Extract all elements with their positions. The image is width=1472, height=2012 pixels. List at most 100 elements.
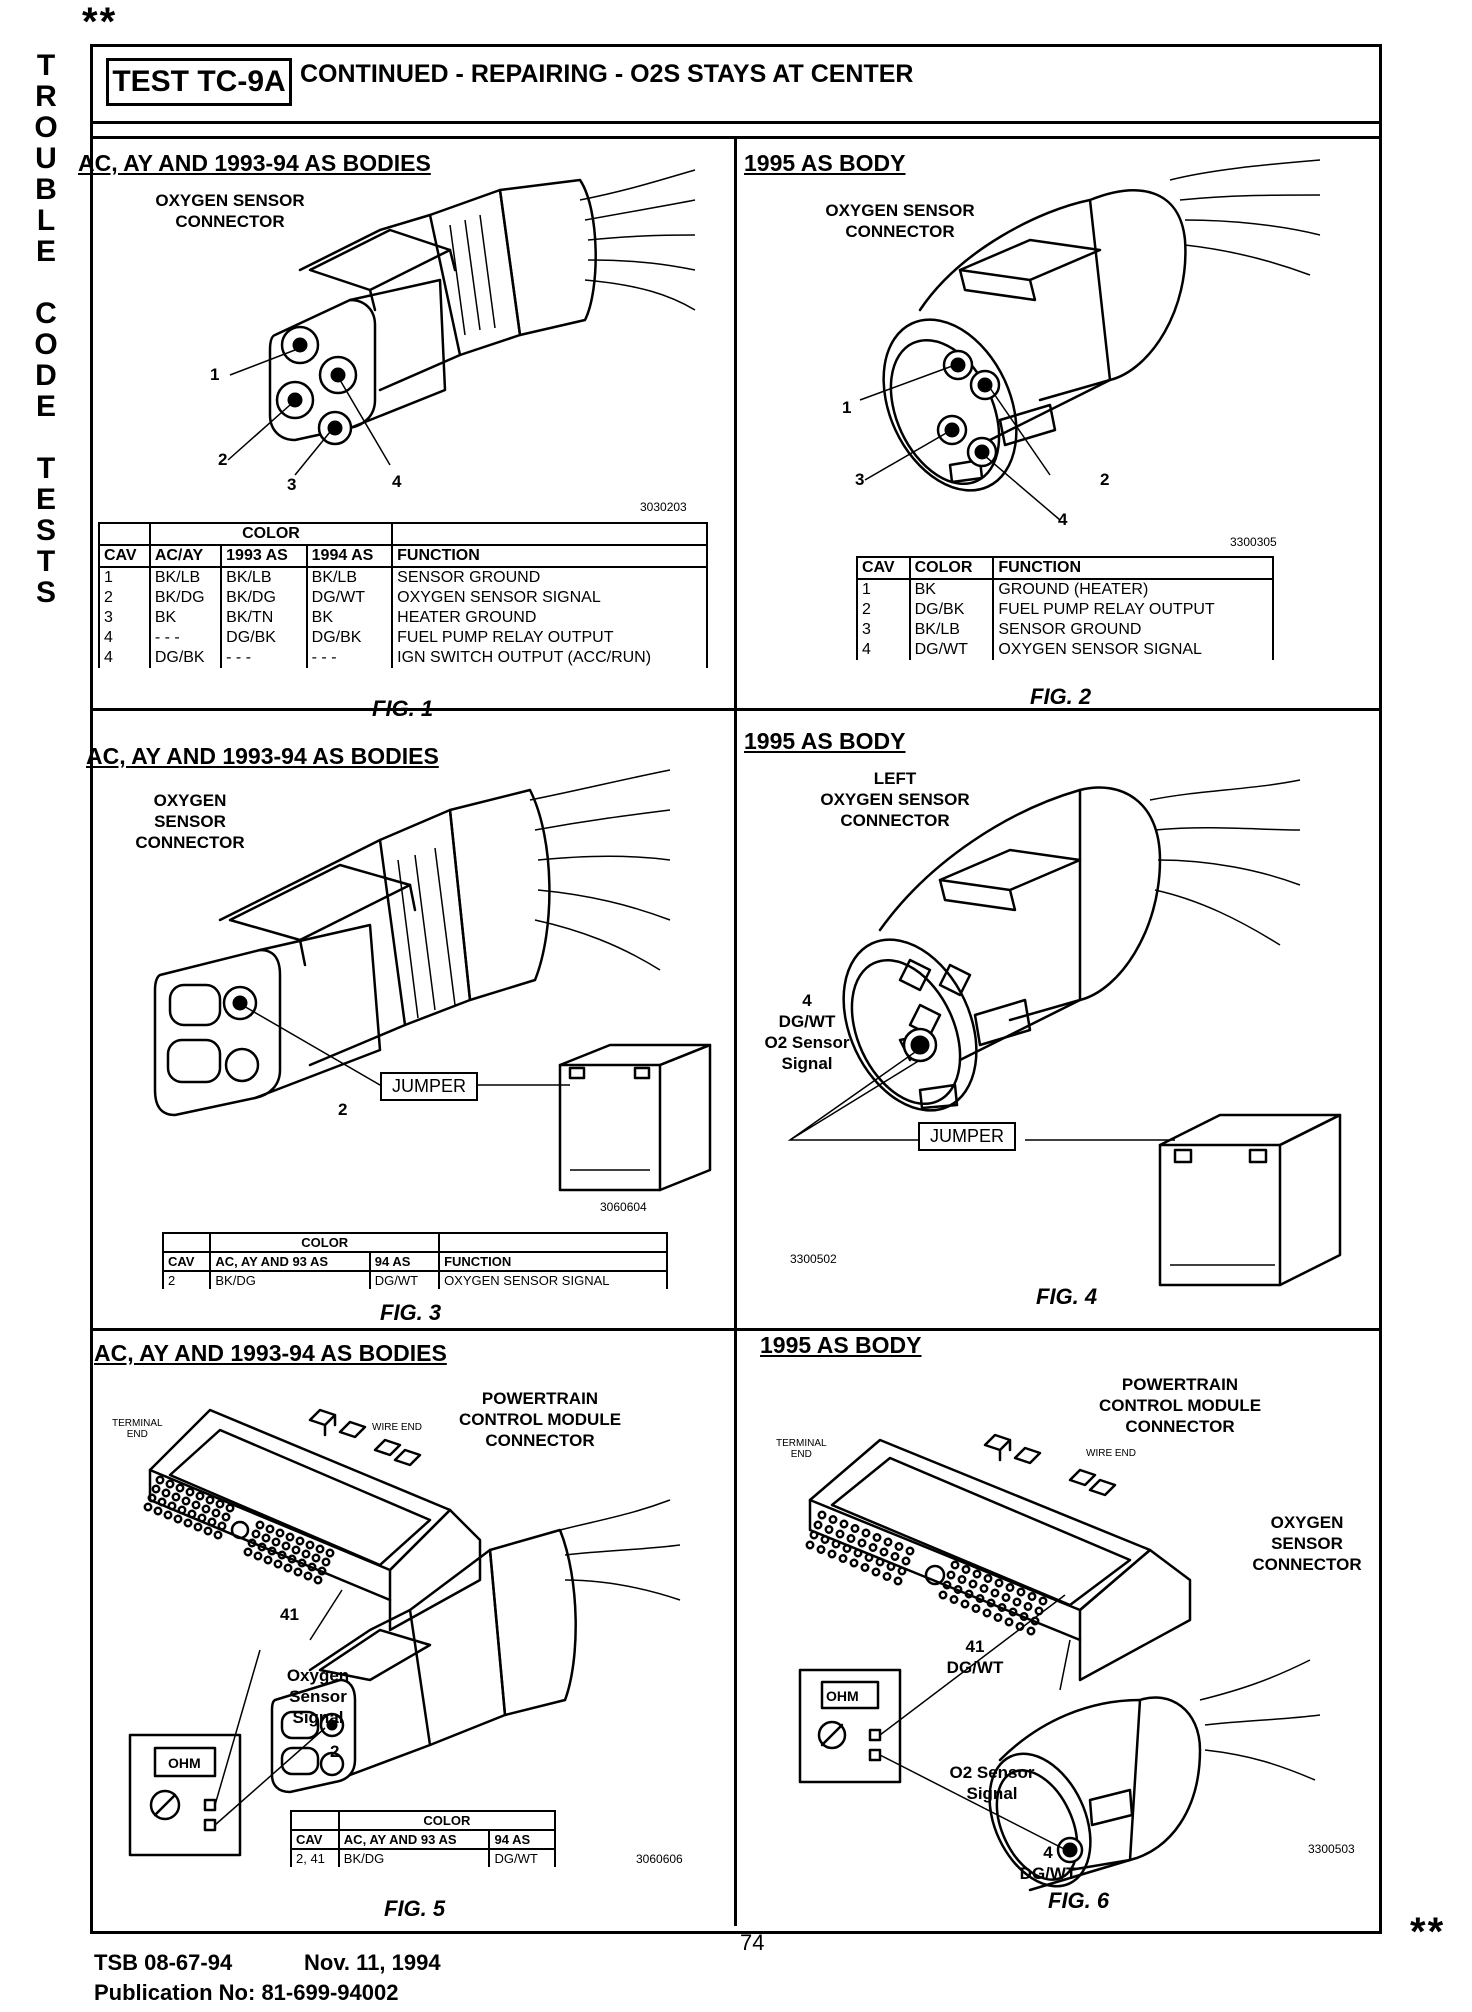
table-cell: 1 [98,567,151,588]
table-cell: 2 [856,600,911,620]
table-cell: DG/WT [368,1271,441,1289]
connector-terminal [968,1579,978,1589]
fig2-section-title: 1995 AS BODY [744,150,906,176]
side-label-letter: T [36,49,56,82]
connector-terminal [285,1532,295,1542]
connector-terminal [961,1565,971,1574]
table-cell: BK/DG [148,588,223,608]
connector-terminal [982,1608,992,1618]
side-label-letter: B [35,173,57,206]
connector-terminal [255,1520,265,1530]
connector-terminal [1012,1597,1022,1607]
fig4-connector-drawing [787,779,1342,1287]
table-cell: SENSOR GROUND [992,620,1274,640]
page-frame [90,44,1382,1934]
table-cell: BK/LB [908,620,995,640]
connector-terminal [839,1519,849,1529]
fig1-section-title: AC, AY AND 1993-94 AS BODIES [78,150,431,176]
fig6-pcm-drawing [798,1433,1321,1892]
page-number: 74 [740,1930,765,1955]
table-header-cell: COLOR [908,556,995,580]
connector-terminal [165,1479,175,1489]
table-cell: 1 [856,579,911,600]
table-cell: 4 [98,648,151,668]
connector-terminal [217,1521,227,1531]
side-label-letter: L [36,204,56,237]
connector-terminal [846,1534,856,1543]
connector-terminal [183,1518,193,1528]
table-cell: 4 [98,628,151,648]
connector-terminal [835,1529,845,1539]
connector-terminal [151,1484,161,1494]
connector-terminal [307,1562,317,1572]
connector-terminal [953,1585,963,1594]
fig2-pin-1: 1 [842,398,852,417]
connector-terminal [983,1574,993,1583]
fig4-ref-number: 3300502 [790,1252,837,1266]
fig4-section-title: 1995 AS BODY [744,728,906,754]
connector-terminal [886,1562,896,1571]
connector-terminal [1004,1617,1014,1627]
connector-terminal [181,1496,191,1506]
connector-terminal [303,1571,313,1581]
connector-terminal [805,1540,815,1550]
connector-terminal [297,1558,307,1568]
connector-terminal [882,1572,892,1581]
connector-terminal [857,1538,867,1548]
connector-terminal [853,1548,863,1558]
connector-terminal [265,1524,275,1534]
connector-terminal [277,1550,287,1560]
side-label-letter: C [35,297,57,330]
table-header-cell: FUNCTION [391,544,708,568]
connector-terminal [275,1528,285,1538]
table-cell: OXYGEN SENSOR SIGNAL [391,588,708,608]
connector-terminal [997,1603,1007,1612]
connector-terminal [267,1546,277,1556]
fig6-wire-end: WIRE END [1086,1448,1136,1459]
table-cell: BK/DG [209,1271,371,1289]
connector-terminal [827,1549,837,1559]
fig5-meter-label: OHM [168,1755,201,1771]
connector-terminal [211,1508,221,1518]
table-cell: BK [908,579,995,600]
connector-terminal [161,1488,171,1498]
connector-terminal [816,1545,826,1554]
table-cell: DG/BK [220,628,308,648]
fig3-pin-2: 2 [338,1100,348,1119]
connector-terminal [295,1536,305,1546]
fig1-pin-2: 2 [218,450,228,469]
side-label-letter: S [35,514,56,547]
table-cell: 2 [98,588,151,608]
side-label-letter: E [35,235,56,268]
table-cell: OXYGEN SENSOR SIGNAL [992,640,1274,660]
connector-terminal [1019,1612,1029,1621]
connector-terminal [261,1533,271,1543]
table-cell: BK/TN [220,608,308,628]
connector-terminal [147,1493,157,1503]
connector-terminal [191,1500,201,1510]
table-cell: DG/WT [908,640,995,660]
connector-terminal [197,1513,207,1523]
connector-terminal [193,1522,203,1532]
connector-terminal [251,1529,261,1539]
connector-terminal [221,1512,231,1522]
connector-terminal [305,1540,315,1550]
page-title: CONTINUED - REPAIRING - O2S STAYS AT CEN… [300,60,914,88]
footer-tsb: TSB 08-67-94 [94,1950,233,1975]
connector-terminal [1008,1607,1018,1617]
table-cell: IGN SWITCH OUTPUT (ACC/RUN) [391,648,708,668]
table-cell: DG/BK [148,648,223,668]
fig2-pin-2: 2 [1100,470,1110,489]
connector-terminal [177,1505,187,1515]
connector-terminal [263,1555,273,1565]
